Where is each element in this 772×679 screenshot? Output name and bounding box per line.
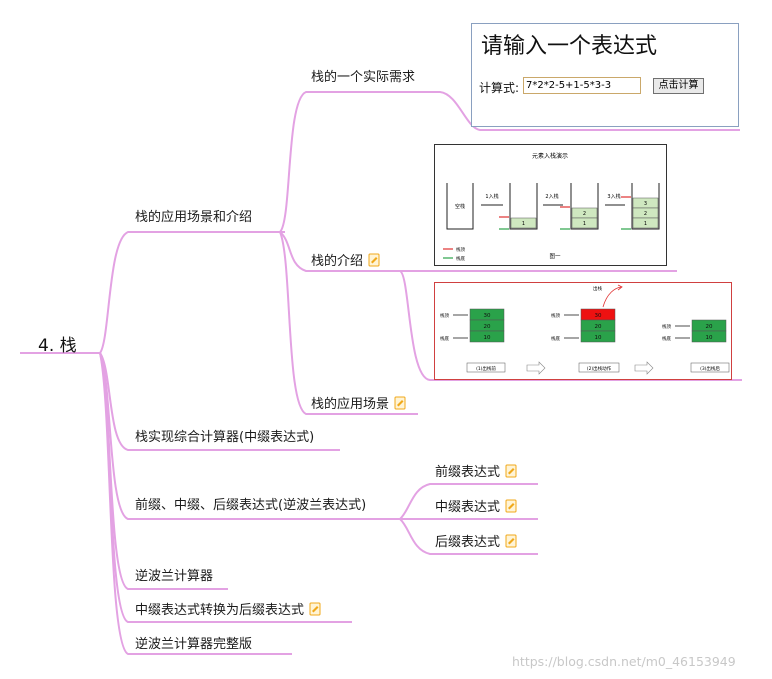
svg-text:2: 2: [583, 211, 586, 217]
node-stack-calculator[interactable]: 栈实现综合计算器(中缀表达式): [135, 430, 315, 445]
node-postfix[interactable]: 后缀表达式: [435, 534, 517, 551]
note-icon[interactable]: [394, 396, 406, 410]
node-rpn-calculator[interactable]: 逆波兰计算器: [135, 569, 214, 584]
node-prefix[interactable]: 前缀表达式: [435, 464, 517, 481]
node-stack-scenarios[interactable]: 栈的应用场景和介绍: [135, 210, 253, 225]
note-icon[interactable]: [505, 534, 517, 548]
stack-c-top-label: 栈顶: [662, 323, 671, 330]
svg-text:3: 3: [644, 201, 647, 207]
root-node[interactable]: 4. 栈: [38, 336, 77, 356]
svg-text:1: 1: [522, 221, 525, 227]
stack-b-top-label: 栈顶: [551, 312, 560, 319]
stack-b-item: 20: [595, 324, 602, 330]
push-demo-title: 元素入栈演示: [532, 152, 568, 160]
push-demo-figure: 元素入栈演示 空栈 1入栈 1 2入栈 2 1 3入栈 3 2 1: [443, 152, 660, 262]
expression-input: 7*2*2-5+1-5*3-3: [523, 77, 641, 94]
stack-b-item: 30: [595, 313, 602, 319]
calculator-label: 计算式:: [479, 81, 520, 95]
stack-b-item: 10: [595, 335, 602, 341]
note-icon[interactable]: [368, 253, 380, 267]
calculate-button: 点击计算: [653, 78, 704, 94]
node-label: 中缀表达式: [435, 500, 501, 515]
node-stack-applications[interactable]: 栈的应用场景: [311, 396, 406, 413]
push-demo-image: 元素入栈演示 空栈 1入栈 1 2入栈 2 1 3入栈 3 2 1: [434, 144, 667, 266]
caption-a: (1)出栈前: [476, 365, 496, 372]
step-1-label: 1入栈: [485, 193, 498, 200]
stack-c-item: 10: [706, 335, 713, 341]
calculator-image: 请输入一个表达式 计算式: 7*2*2-5+1-5*3-3 点击计算: [471, 23, 739, 127]
watermark: https://blog.csdn.net/m0_46153949: [512, 654, 736, 669]
stack-c-item: 20: [706, 324, 713, 330]
legend-bottom: 栈底: [456, 255, 465, 262]
empty-stack-label: 空栈: [455, 203, 465, 210]
node-infix-to-postfix[interactable]: 中缀表达式转换为后缀表达式: [135, 602, 321, 619]
pop-demo-image: 30 20 10 栈顶 栈底 (1)出栈前 30 20 10 栈顶 栈底 出栈 …: [434, 282, 732, 380]
node-expressions[interactable]: 前缀、中缀、后缀表达式(逆波兰表达式): [135, 498, 367, 513]
note-icon[interactable]: [309, 602, 321, 616]
stack-a-item: 20: [484, 324, 491, 330]
stack-b-bottom-label: 栈底: [551, 335, 560, 342]
svg-text:1: 1: [644, 221, 647, 227]
step-3-label: 3入栈: [607, 193, 620, 200]
node-infix[interactable]: 中缀表达式: [435, 499, 517, 516]
stack-a-bottom-label: 栈底: [440, 335, 449, 342]
caption-b: (2)出栈动作: [587, 365, 612, 372]
push-demo-caption: 图一: [549, 252, 561, 260]
calculator-title: 请输入一个表达式: [481, 34, 658, 59]
node-stack-requirement[interactable]: 栈的一个实际需求: [311, 70, 416, 85]
node-rpn-calculator-full[interactable]: 逆波兰计算器完整版: [135, 637, 253, 652]
pop-demo-figure: 30 20 10 栈顶 栈底 (1)出栈前 30 20 10 栈顶 栈底 出栈 …: [440, 284, 730, 375]
caption-c: (3)出栈后: [700, 365, 720, 372]
pop-label: 出栈: [593, 285, 602, 292]
note-icon[interactable]: [505, 499, 517, 513]
stack-a-item: 30: [484, 313, 491, 319]
node-label: 后缀表达式: [435, 535, 501, 550]
svg-text:2: 2: [644, 211, 647, 217]
stack-c-bottom-label: 栈底: [662, 335, 671, 342]
legend-top: 栈顶: [456, 246, 465, 253]
node-stack-intro[interactable]: 栈的介绍: [311, 253, 380, 270]
note-icon[interactable]: [505, 464, 517, 478]
stack-a-item: 10: [484, 335, 491, 341]
node-label: 前缀表达式: [435, 465, 501, 480]
node-label: 栈的应用场景: [311, 397, 390, 412]
node-label: 中缀表达式转换为后缀表达式: [135, 603, 305, 618]
svg-text:1: 1: [583, 221, 586, 227]
stack-a-top-label: 栈顶: [440, 312, 449, 319]
node-label: 栈的介绍: [311, 254, 364, 269]
step-2-label: 2入栈: [545, 193, 558, 200]
